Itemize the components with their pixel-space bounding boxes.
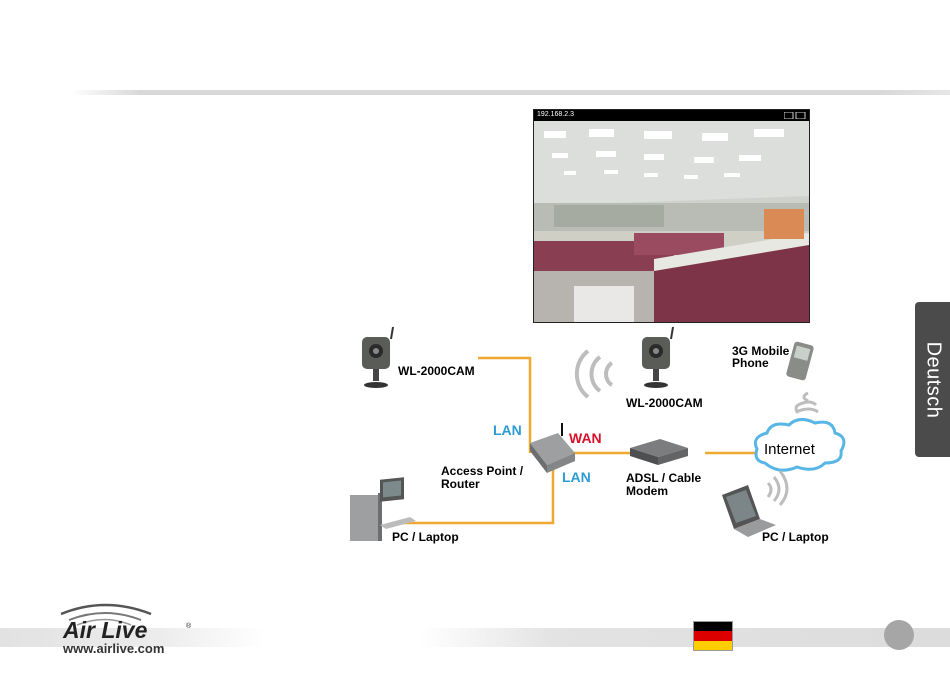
wireless-camera-label: WL-2000CAM	[626, 397, 703, 409]
camera-label: WL-2000CAM	[398, 365, 475, 377]
wireless-waves-icon	[577, 351, 612, 397]
svg-text:Air Live: Air Live	[62, 617, 148, 643]
phone-waves-icon	[796, 393, 818, 413]
internet-label: Internet	[764, 444, 815, 456]
header-rule	[70, 90, 950, 95]
lan-bottom-label: LAN	[562, 471, 591, 483]
pc-label: PC / Laptop	[392, 531, 459, 543]
website-text[interactable]: www.airlive.com	[63, 641, 164, 656]
modem-label-line2: Modem	[626, 485, 668, 497]
wan-label: WAN	[569, 432, 602, 444]
laptop-waves-icon	[768, 471, 787, 505]
german-flag-icon	[693, 621, 733, 651]
mobile-phone-icon	[786, 341, 815, 381]
camera-control-icons[interactable]	[784, 112, 806, 119]
language-tab-label: Deutsch	[921, 341, 944, 418]
link-cam-router	[478, 358, 530, 453]
phone-label-line2: Phone	[732, 357, 769, 369]
page-number-circle	[884, 620, 914, 650]
office-photo	[534, 121, 809, 322]
router-label-line2: Router	[441, 478, 480, 490]
language-tab[interactable]: Deutsch	[915, 302, 950, 457]
footer-band-right	[420, 628, 950, 647]
laptop-label: PC / Laptop	[762, 531, 829, 543]
modem-label-line1: ADSL / Cable	[626, 472, 701, 484]
network-diagram: WL-2000CAM WL-2000CAM 3G Mobile Phone LA…	[330, 325, 850, 555]
ip-camera-wireless-icon	[642, 327, 673, 388]
camera-ip-text: 192.168.2.3	[537, 111, 574, 118]
modem-icon	[630, 439, 688, 465]
ip-camera-icon	[362, 327, 393, 388]
lan-top-label: LAN	[493, 424, 522, 436]
router-label-line1: Access Point /	[441, 465, 523, 477]
camera-toolbar: 192.168.2.3	[534, 110, 809, 121]
svg-text:®: ®	[186, 622, 192, 630]
camera-live-view: 192.168.2.3	[533, 109, 810, 323]
